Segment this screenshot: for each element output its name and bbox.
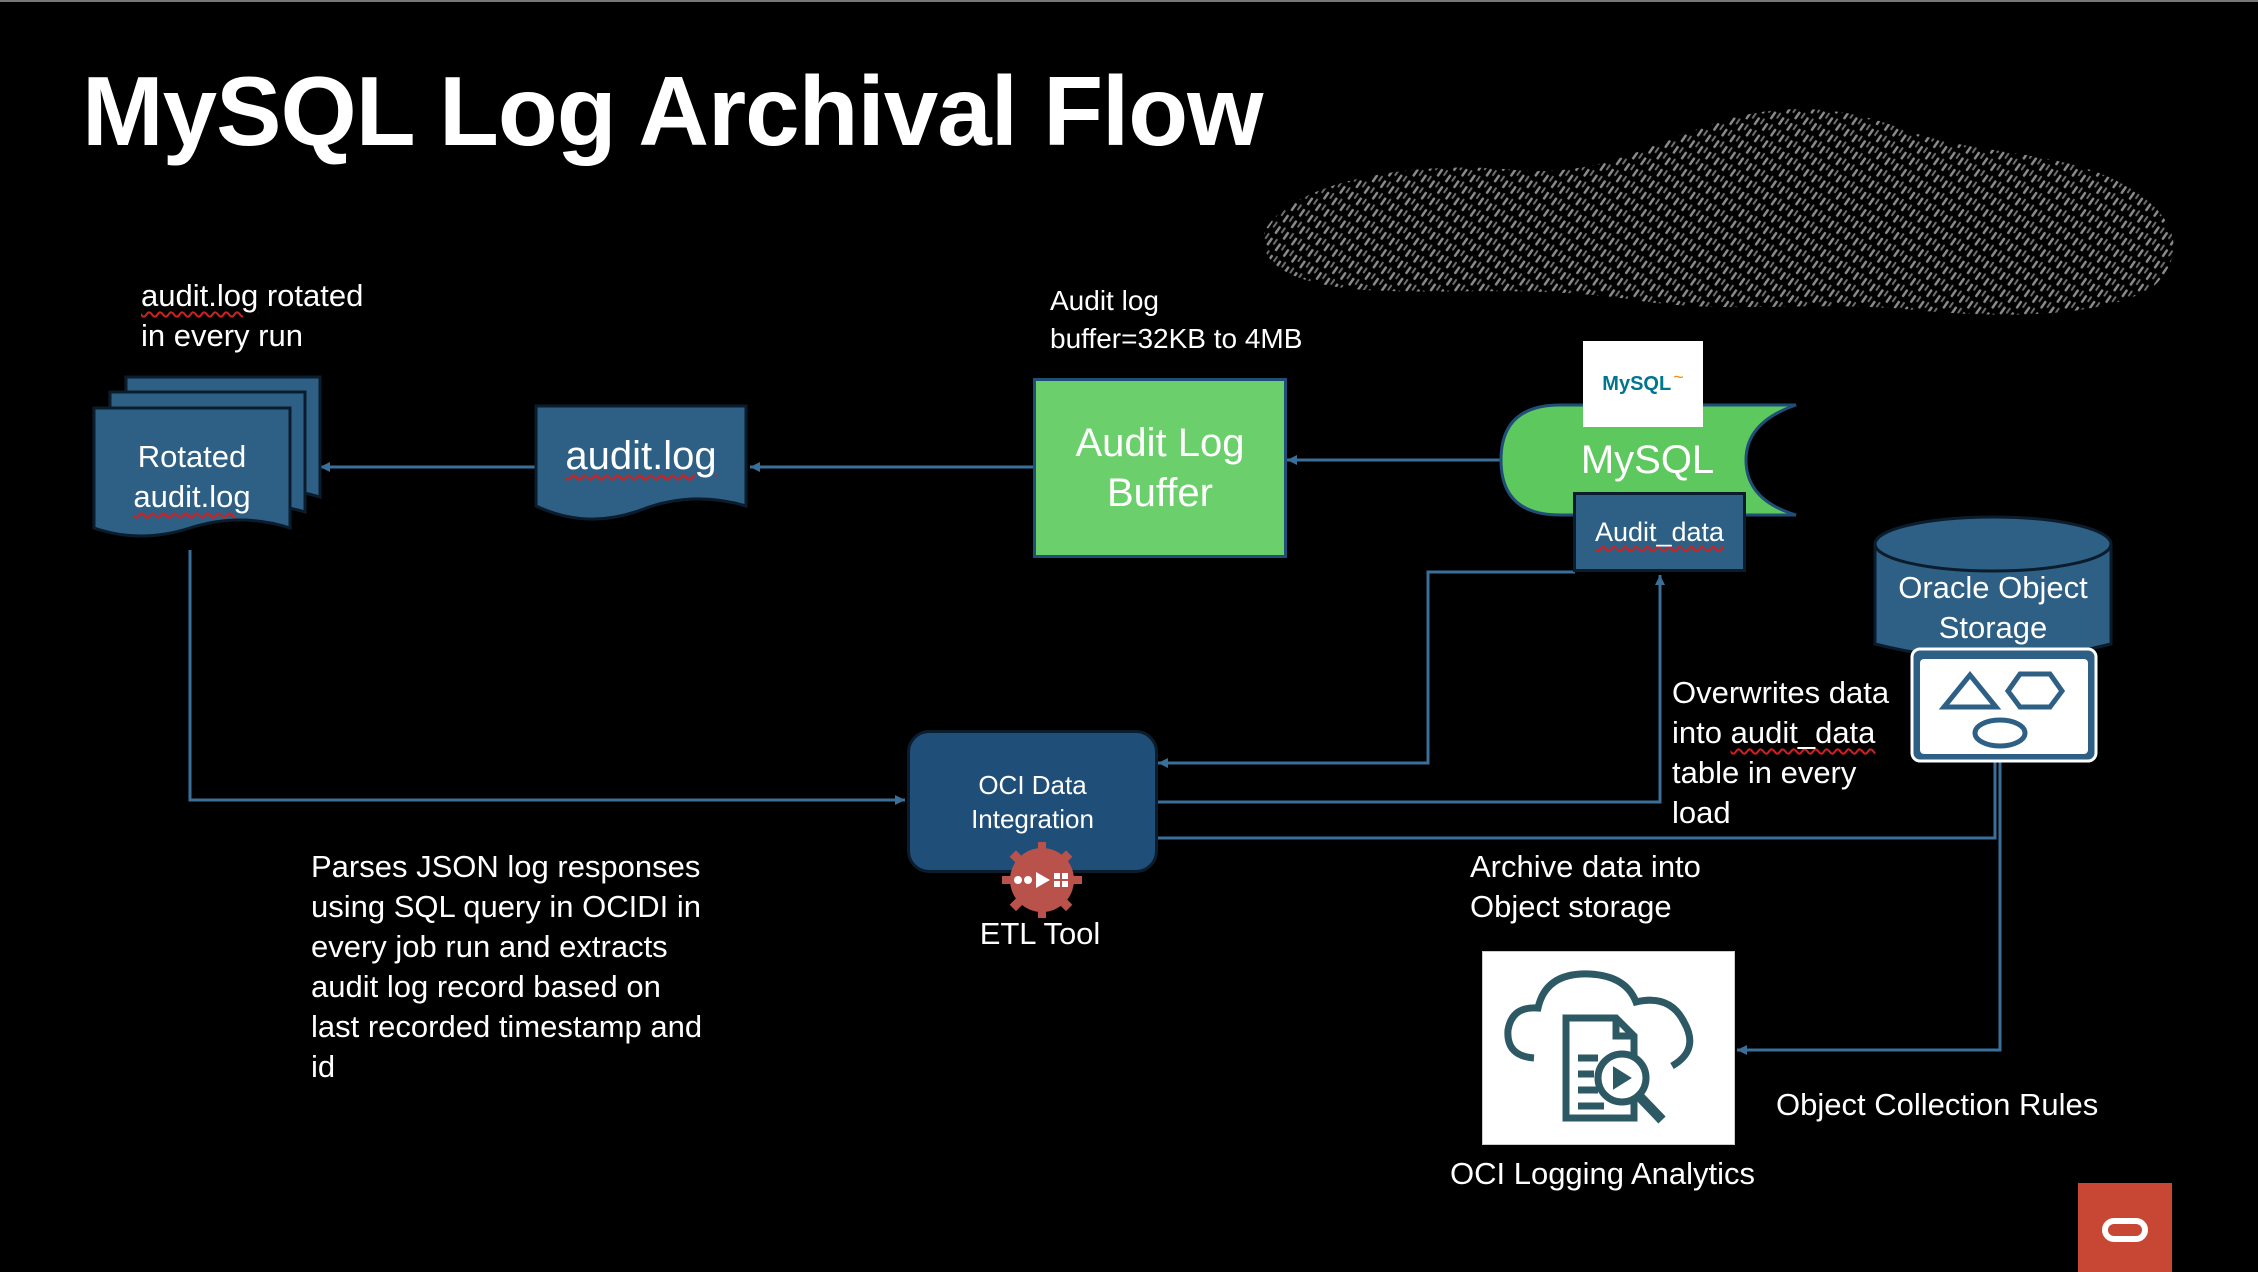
audit-data-table-node[interactable]: Audit_data — [1573, 492, 1746, 572]
archive-line-2: Object storage — [1470, 889, 1672, 924]
buffer-note-2: buffer=32KB to 4MB — [1050, 323, 1303, 354]
mysql-node-label[interactable]: MySQL — [1580, 438, 1715, 482]
object-collection-rules-label: Object Collection Rules — [1776, 1087, 2099, 1122]
buffer-label-1: Audit Log — [1075, 421, 1245, 465]
parses-line-6: id — [311, 1049, 336, 1084]
buffer-note-1: Audit log — [1050, 285, 1159, 316]
parses-line-3: every job run and extracts — [311, 929, 668, 964]
mysql-logo-icon: MySQL ~ — [1583, 341, 1703, 427]
parses-line-4: audit log record based on — [311, 969, 661, 1004]
audit-log-buffer-node[interactable]: Audit Log Buffer — [1033, 378, 1287, 558]
logging-analytics-label: OCI Logging Analytics — [1449, 1156, 1755, 1191]
rotated-auditlog-stack — [92, 375, 322, 538]
arrow-objectstorage-to-logging — [1737, 760, 2002, 1055]
mysql-database-shape — [1499, 403, 1797, 517]
cloud-document-search-icon — [1503, 970, 1693, 1124]
oracle-logo-icon — [2078, 1183, 2172, 1272]
audit-data-label: Audit_data — [1594, 516, 1725, 547]
logging-analytics-node[interactable] — [1482, 951, 1735, 1145]
rotated-label: Rotated — [137, 439, 247, 474]
overwrites-note: Overwrites data into audit_data table in… — [1672, 673, 1889, 833]
arrow-rotated-to-ocidi — [188, 550, 905, 805]
object-storage-node[interactable]: Oracle Object Storage — [1872, 568, 2114, 648]
etl-tool-label: ETL Tool — [979, 916, 1101, 951]
shapes-icon — [1910, 647, 2098, 763]
archive-line-1: Archive data into — [1470, 849, 1701, 884]
rotated-note: audit.log rotated in every run — [141, 276, 363, 356]
auditlog-node-label[interactable]: audit.log — [565, 434, 717, 478]
buffer-label-2: Buffer — [1107, 471, 1213, 515]
arrow-auditdata-to-ocidi — [1158, 570, 1575, 768]
overwrites-line-3: table in every — [1672, 755, 1857, 790]
object-storage-label-2: Storage — [1938, 610, 2048, 645]
parses-line-2: using SQL query in OCIDI in — [311, 889, 701, 924]
archive-note: Archive data into Object storage — [1470, 847, 1701, 927]
page-title: MySQL Log Archival Flow — [82, 56, 1263, 166]
line-ocidi-to-objectstorage — [1158, 760, 1997, 840]
overwrites-line-1: Overwrites data — [1672, 675, 1890, 710]
ocidi-label-1: OCI Data — [978, 769, 1087, 800]
parses-line-5: last recorded timestamp and — [311, 1009, 703, 1044]
oci-data-integration-node[interactable]: OCI Data Integration — [907, 730, 1158, 873]
rotated-note-filename: audit.log — [141, 278, 259, 313]
auditlog-document — [534, 404, 748, 521]
rotated-auditlog-node[interactable]: Rotated audit.log — [94, 437, 290, 517]
object-storage-label-1: Oracle Object — [1898, 570, 2088, 605]
overwrites-line-2b: audit_data — [1730, 715, 1876, 750]
rotated-note-text-2: in every run — [141, 318, 303, 353]
rotated-filename: audit.log — [133, 479, 251, 514]
parses-note: Parses JSON log responses using SQL quer… — [311, 847, 702, 1087]
overwrites-line-2a: into — [1672, 715, 1731, 750]
etl-gear-icon — [1002, 842, 1082, 918]
parses-line-1: Parses JSON log responses — [311, 849, 701, 884]
rotated-note-text: rotated — [258, 278, 364, 313]
object-storage-cylinder — [1873, 515, 2113, 661]
buffer-note: Audit log buffer=32KB to 4MB — [1050, 282, 1302, 358]
ocidi-label-2: Integration — [971, 803, 1094, 834]
arrow-ocidi-to-auditdata — [1158, 575, 1665, 804]
overwrites-line-4: load — [1672, 795, 1731, 830]
noise-texture-icon — [1263, 109, 2174, 315]
top-border — [0, 0, 2258, 2]
